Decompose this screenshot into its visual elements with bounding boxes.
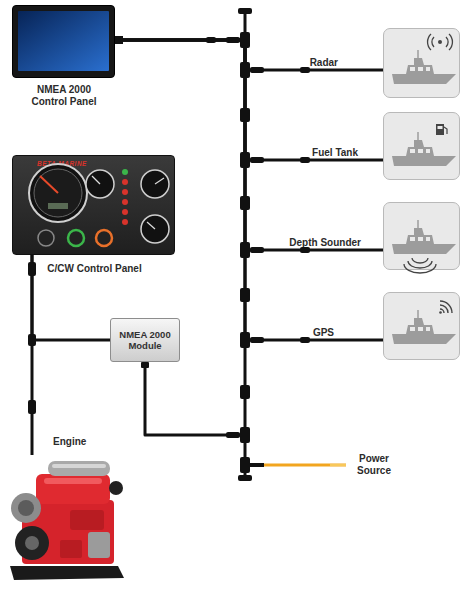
power-cable: [245, 465, 346, 466]
engine-panel: BETA MARINEC/CW Control Panel: [12, 155, 175, 255]
sonar-symbol: [404, 258, 436, 273]
device-box: Depth Sounder: [383, 202, 460, 270]
power-label: Power Source: [350, 453, 398, 477]
device-label: NMEA 2000 Control Panel: [24, 84, 104, 108]
device-label: C/CW Control Panel: [13, 263, 176, 275]
module-label: NMEA 2000 Module: [116, 329, 174, 351]
panel-instruments: [29, 164, 169, 246]
device-label: Depth Sounder: [289, 237, 361, 249]
engine-unit: Engine: [5, 455, 127, 583]
gateway-module: NMEA 2000 Module: [110, 318, 180, 362]
device-box: GPS: [383, 292, 460, 360]
device-box: Radar: [383, 28, 460, 98]
device-label: Fuel Tank: [312, 147, 358, 159]
device-label: GPS: [313, 327, 334, 339]
gps-symbol: [439, 301, 452, 314]
control-display: NMEA 2000 Control Panel: [12, 5, 115, 78]
network-cable: [115, 40, 383, 70]
brand-text: BETA MARINE: [37, 160, 87, 168]
bus-connectors: [206, 8, 310, 481]
engine-wire-couplers: [28, 262, 149, 414]
radar-symbol: [428, 34, 453, 50]
fuel-symbol: [436, 124, 447, 135]
engine-illustration: [10, 461, 124, 580]
device-label: Radar: [310, 57, 338, 69]
display-screen: [18, 11, 123, 71]
network-cable: [115, 40, 383, 160]
device-box: Fuel Tank: [383, 112, 460, 180]
device-label: Engine: [53, 436, 86, 448]
boat-icons: [392, 34, 456, 344]
